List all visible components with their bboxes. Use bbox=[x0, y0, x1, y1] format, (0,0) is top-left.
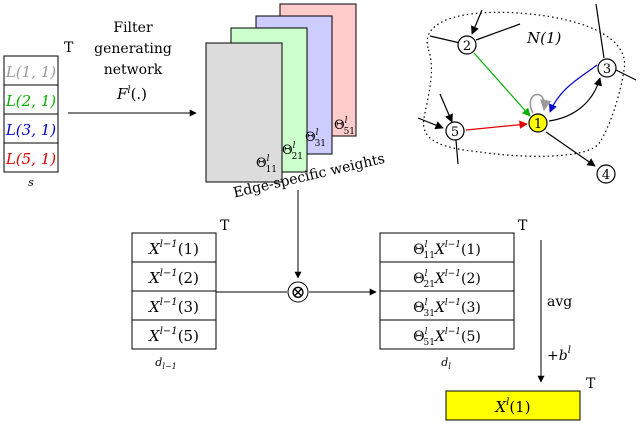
filter-network-line3: network bbox=[104, 62, 163, 78]
edge-in-node5-top bbox=[439, 93, 453, 123]
edge-node5-down bbox=[455, 139, 459, 165]
edge-node3-right bbox=[615, 69, 637, 81]
edge-in-node2-top bbox=[471, 9, 483, 35]
aggregation-bias: +bl bbox=[547, 345, 571, 364]
filter-input-text-3: L(3, 1) bbox=[5, 121, 56, 139]
filter-network-label: Filter generating network Fl(.) bbox=[94, 20, 172, 103]
multiply-operator-circle bbox=[287, 281, 309, 303]
input-feature-cell-1 bbox=[131, 232, 217, 263]
graph-node-3 bbox=[597, 58, 617, 78]
graph-node-4 bbox=[596, 164, 616, 184]
input-features-dim: dl−1 bbox=[155, 356, 176, 371]
graph-node-4-label: 4 bbox=[602, 168, 610, 183]
graph-node-1-label: 1 bbox=[534, 117, 542, 132]
edge-node1-self-loop bbox=[529, 93, 552, 114]
filter-input-vector: L(1, 1) L(2, 1) L(3, 1) L(5, 1) T s bbox=[3, 40, 74, 189]
filter-input-cell-1 bbox=[3, 55, 59, 86]
output-feature-cell bbox=[445, 390, 581, 421]
filter-network-line1: Filter bbox=[113, 20, 153, 36]
output-feature-transpose: T bbox=[586, 376, 596, 392]
graph-node-2 bbox=[457, 35, 477, 55]
weighted-feature-cell-4 bbox=[379, 319, 515, 350]
edge-node5-to-node1 bbox=[465, 120, 528, 131]
input-feature-text-1: Xl−1(1) bbox=[148, 239, 199, 258]
weighted-features-transpose: T bbox=[518, 218, 528, 234]
edge-node3-top bbox=[595, 3, 605, 59]
graph-node-1 bbox=[528, 113, 548, 133]
filter-input-cell-2 bbox=[3, 84, 59, 115]
filter-network-line2: generating bbox=[94, 41, 172, 57]
edge-in-node5-left bbox=[417, 117, 444, 130]
input-features-transpose: T bbox=[220, 218, 230, 234]
filter-input-cell-4 bbox=[3, 142, 59, 173]
weighted-feature-cell-1 bbox=[379, 232, 515, 263]
edge-node2-to-node1 bbox=[473, 52, 531, 117]
graph: N(1) 2 3 5 1 4 bbox=[417, 3, 637, 184]
filter-page-gray bbox=[205, 42, 283, 183]
neighborhood-label: N(1) bbox=[526, 29, 562, 47]
input-feature-cell-2 bbox=[131, 261, 217, 292]
input-feature-text-2: Xl−1(2) bbox=[148, 268, 199, 287]
edge-node3-to-node1 bbox=[549, 64, 598, 113]
neighborhood-boundary bbox=[422, 11, 626, 157]
aggregation-avg: avg bbox=[547, 294, 572, 310]
input-feature-cell-4 bbox=[131, 319, 217, 350]
filter-input-text-1: L(1, 1) bbox=[5, 63, 56, 81]
filter-network-function: Fl(.) bbox=[116, 85, 147, 103]
filter-input-text-4: L(5, 1) bbox=[5, 150, 56, 168]
graph-node-5 bbox=[445, 121, 465, 141]
multiply-operator: ⊗ bbox=[290, 282, 305, 303]
graph-node-3-label: 3 bbox=[603, 62, 611, 77]
filter-input-text-2: L(2, 1) bbox=[5, 92, 56, 110]
edge-node1-to-node4 bbox=[545, 131, 596, 167]
output-feature-text: Xl(1) bbox=[494, 397, 530, 416]
graph-node-5-label: 5 bbox=[451, 125, 459, 140]
input-feature-cell-3 bbox=[131, 290, 217, 321]
output-feature: Xl(1) T bbox=[445, 376, 596, 421]
filter-input-label: s bbox=[28, 176, 34, 189]
input-feature-text-3: Xl−1(3) bbox=[148, 297, 199, 316]
graph-node-2-label: 2 bbox=[463, 39, 471, 54]
input-feature-text-4: Xl−1(5) bbox=[148, 326, 199, 345]
filter-input-transpose: T bbox=[64, 40, 74, 56]
edge-node2-right bbox=[475, 23, 521, 41]
weighted-feature-cell-3 bbox=[379, 290, 515, 321]
edge-node2-left bbox=[429, 35, 461, 44]
edge-node1-to-node3 bbox=[548, 77, 602, 122]
input-features: Xl−1(1) Xl−1(2) Xl−1(3) Xl−1(5) T dl−1 bbox=[131, 218, 230, 371]
weighted-features-dim: dl bbox=[441, 356, 451, 371]
